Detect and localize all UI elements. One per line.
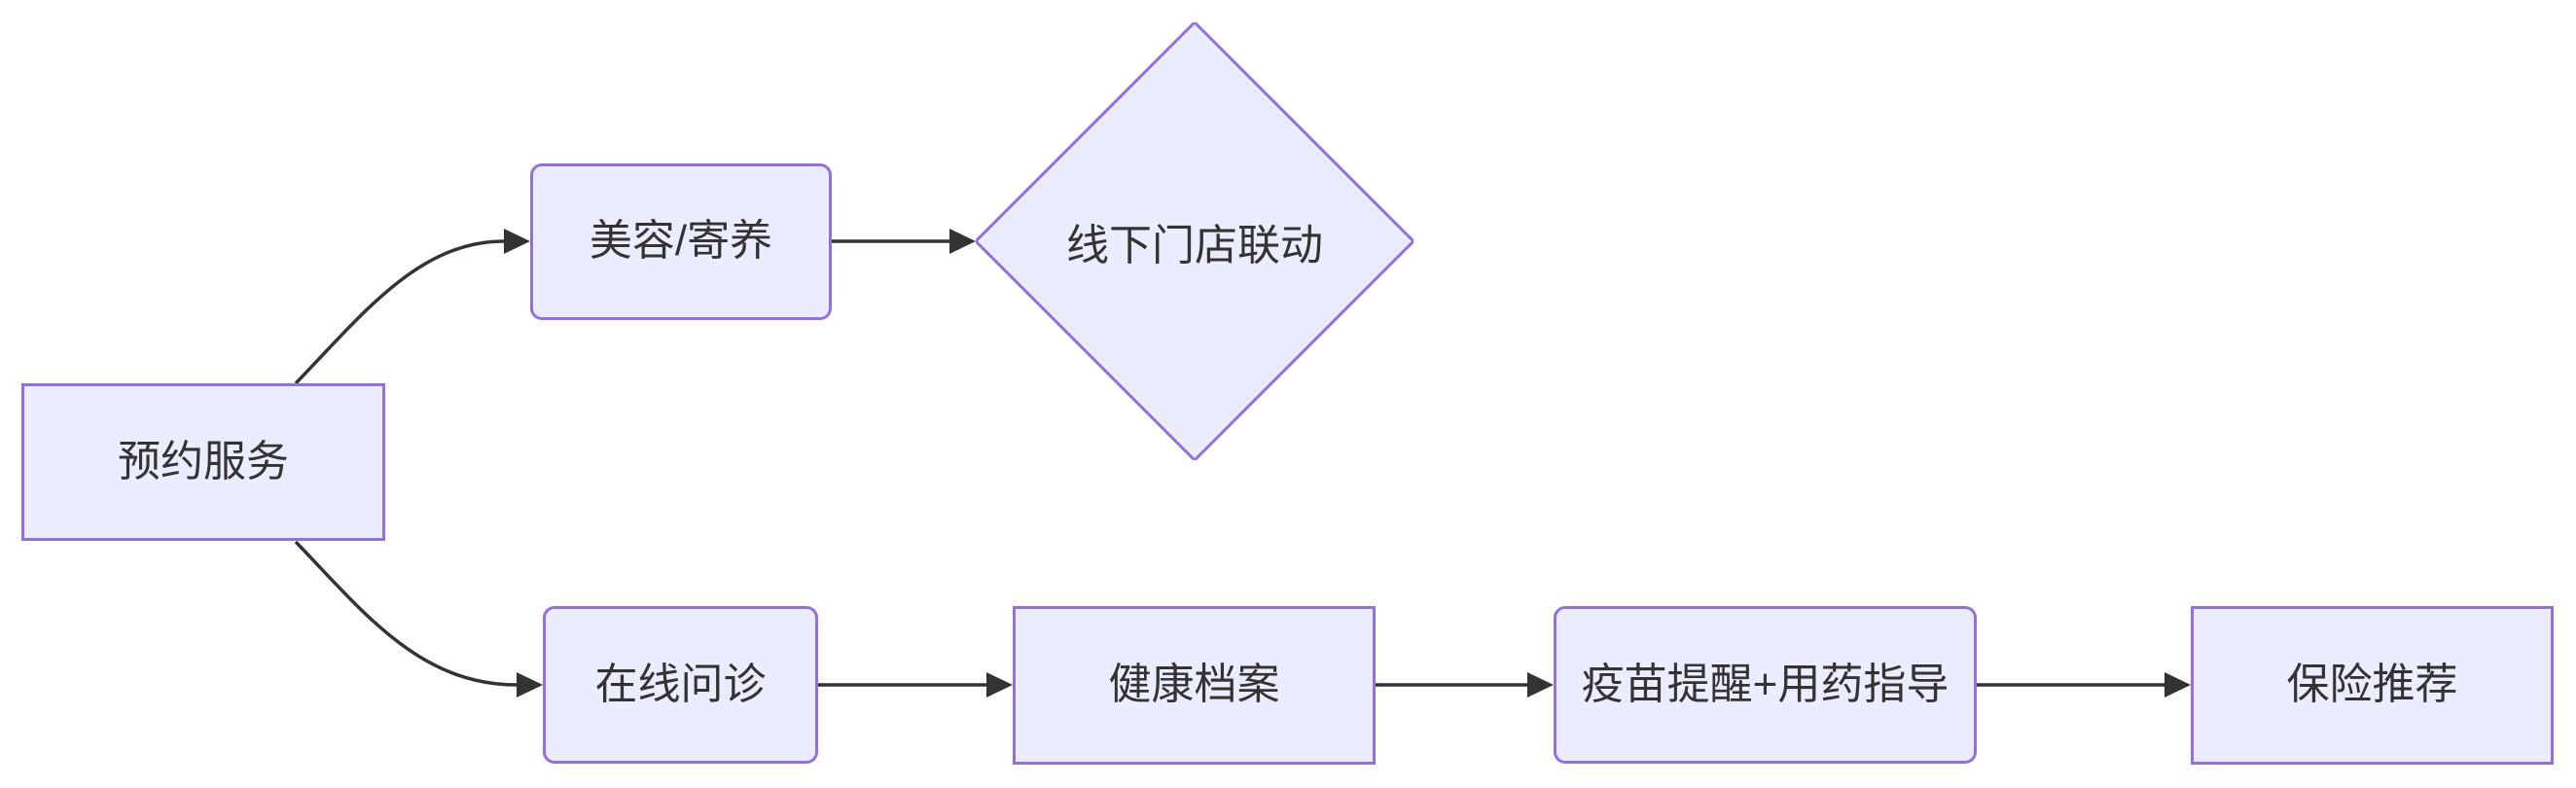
node-online-consultation-label: 在线问诊 — [594, 660, 767, 708]
arrowhead-consult-records — [986, 672, 1013, 698]
node-offline-store-linkage-label: 线下门店联动 — [1066, 222, 1323, 269]
node-booking-service-label: 预约服务 — [118, 437, 289, 485]
node-vaccine-medication-label: 疫苗提醒+用药指导 — [1581, 660, 1950, 708]
arrowhead-vaccine-insurance — [2165, 672, 2191, 698]
edge-booking-consult — [294, 540, 518, 687]
node-health-records-label: 健康档案 — [1108, 661, 1280, 709]
arrowhead-booking-grooming — [504, 229, 530, 254]
node-offline-store-linkage: 线下门店联动 — [976, 22, 1413, 460]
node-vaccine-medication: 疫苗提醒+用药指导 — [1554, 606, 1977, 764]
node-insurance-recommendation-label: 保险推荐 — [2286, 661, 2458, 709]
node-insurance-recommendation: 保险推荐 — [2191, 606, 2554, 765]
node-online-consultation: 在线问诊 — [543, 606, 818, 764]
node-grooming-boarding: 美容/寄养 — [530, 163, 832, 320]
node-booking-service: 预约服务 — [21, 383, 385, 541]
arrowhead-records-vaccine — [1527, 672, 1554, 698]
arrowhead-grooming-offline — [949, 229, 976, 254]
diamond-shape-svg — [976, 22, 1413, 460]
node-health-records: 健康档案 — [1013, 606, 1376, 765]
edge-booking-grooming — [294, 239, 505, 385]
diamond-shape — [976, 22, 1413, 460]
node-grooming-boarding-label: 美容/寄养 — [589, 217, 773, 266]
arrowhead-booking-consult — [517, 672, 543, 698]
